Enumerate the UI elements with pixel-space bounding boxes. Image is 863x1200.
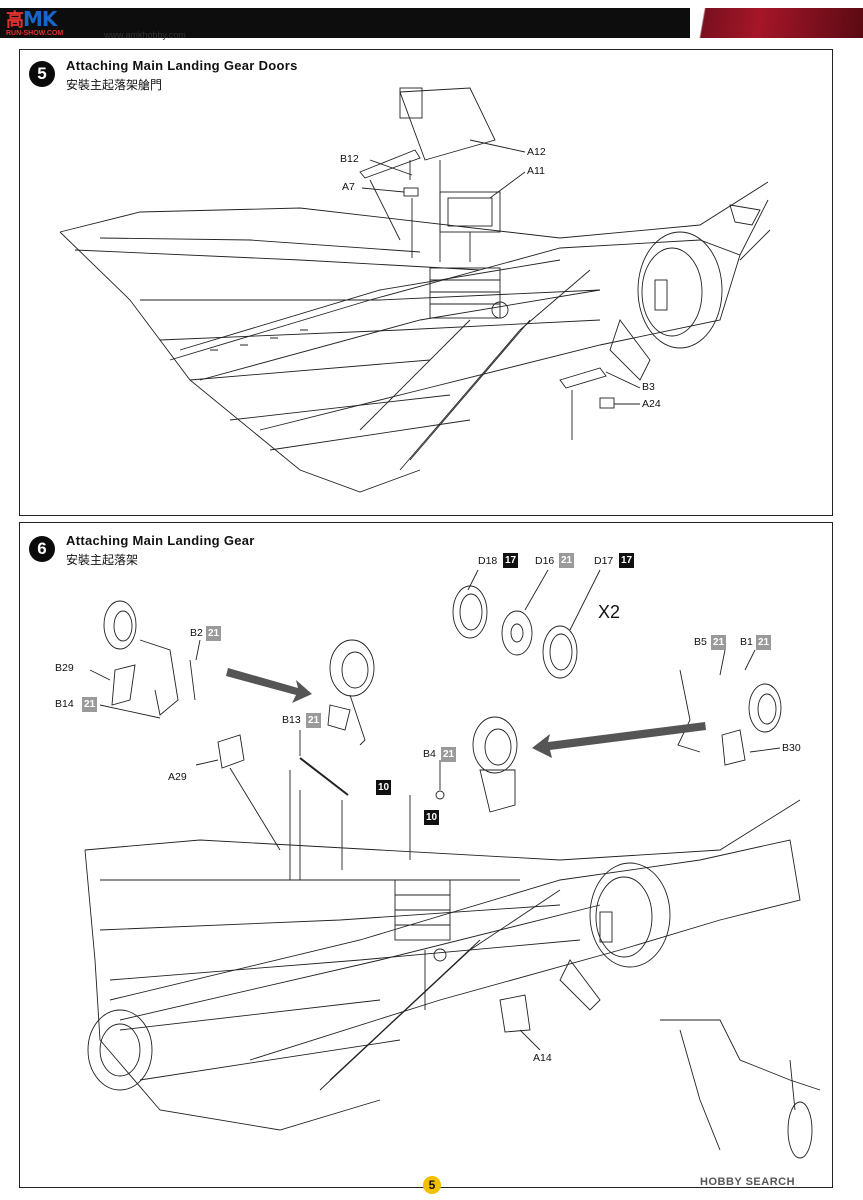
part-b12	[359, 149, 421, 179]
step-6-number: 6	[29, 536, 55, 562]
page-number-badge: 5	[423, 1176, 441, 1194]
step-6-title: Attaching Main Landing Gear	[66, 533, 255, 548]
color-badge-paint-1: 10	[376, 780, 391, 795]
brand-logo: 高MK	[6, 6, 57, 32]
step-6-exploded-parts	[89, 569, 782, 1051]
callout-a12: A12	[527, 146, 546, 158]
part-a24	[599, 397, 615, 409]
color-badge-b13: 21	[306, 713, 321, 728]
callout-a14: A14	[533, 1052, 552, 1064]
part-a29	[217, 734, 245, 769]
color-badge-b14: 21	[82, 697, 97, 712]
callout-b12: B12	[340, 153, 359, 165]
step-5-number: 5	[29, 61, 55, 87]
color-badge-d17: 17	[619, 553, 634, 568]
step-5-title-cn: 安裝主起落架艙門	[66, 78, 163, 92]
color-badge-paint-2: 10	[424, 810, 439, 825]
header-red-accent	[690, 8, 863, 38]
color-badge-b4: 21	[441, 747, 456, 762]
callout-d16: D16	[535, 555, 555, 567]
quantity-multiplier: X2	[598, 602, 621, 622]
callout-a29: A29	[168, 771, 187, 783]
callout-b4: B4	[423, 748, 436, 760]
callout-b1: B1	[740, 636, 753, 648]
part-a14-door	[499, 994, 531, 1033]
page-header: 高MK RUN-SHOW.COM www.amkhobby.com	[0, 0, 863, 44]
callout-b3: B3	[642, 381, 655, 393]
color-badge-b1: 21	[756, 635, 771, 650]
callout-b14: B14	[55, 698, 74, 710]
callout-a24: A24	[642, 398, 661, 410]
logo-character: 高	[6, 10, 24, 31]
color-badge-d16: 21	[559, 553, 574, 568]
part-a7	[403, 187, 419, 197]
watermark-text: HOBBY SEARCH	[700, 1176, 796, 1188]
step-6-panel	[19, 522, 833, 1188]
part-b3	[559, 367, 607, 389]
step-5-exploded-parts	[359, 87, 641, 440]
callout-b30: B30	[782, 742, 801, 754]
callout-b13: B13	[282, 714, 301, 726]
logo-subtext: RUN-SHOW.COM	[6, 30, 64, 37]
callout-b29: B29	[55, 662, 74, 674]
callout-b5: B5	[694, 636, 707, 648]
callout-b2: B2	[190, 627, 203, 639]
color-badge-b2: 21	[206, 626, 221, 641]
callout-d18: D18	[478, 555, 498, 567]
callout-a11: A11	[527, 165, 545, 177]
color-badge-d18: 17	[503, 553, 518, 568]
callout-a7: A7	[342, 181, 355, 193]
assembly-arrows	[226, 668, 706, 758]
logo-brand-text: MK	[23, 7, 57, 31]
header-black-bar	[0, 8, 700, 38]
website-url[interactable]: www.amkhobby.com	[104, 30, 186, 40]
part-a12-door	[399, 87, 496, 161]
step-5-title: Attaching Main Landing Gear Doors	[66, 58, 298, 73]
step-6-title-cn: 安裝主起落架	[66, 553, 139, 567]
step-5-airframe-drawing	[59, 181, 771, 493]
step-6-airframe-drawing	[84, 734, 821, 1159]
callout-d17: D17	[594, 555, 614, 567]
color-badge-b5: 21	[711, 635, 726, 650]
